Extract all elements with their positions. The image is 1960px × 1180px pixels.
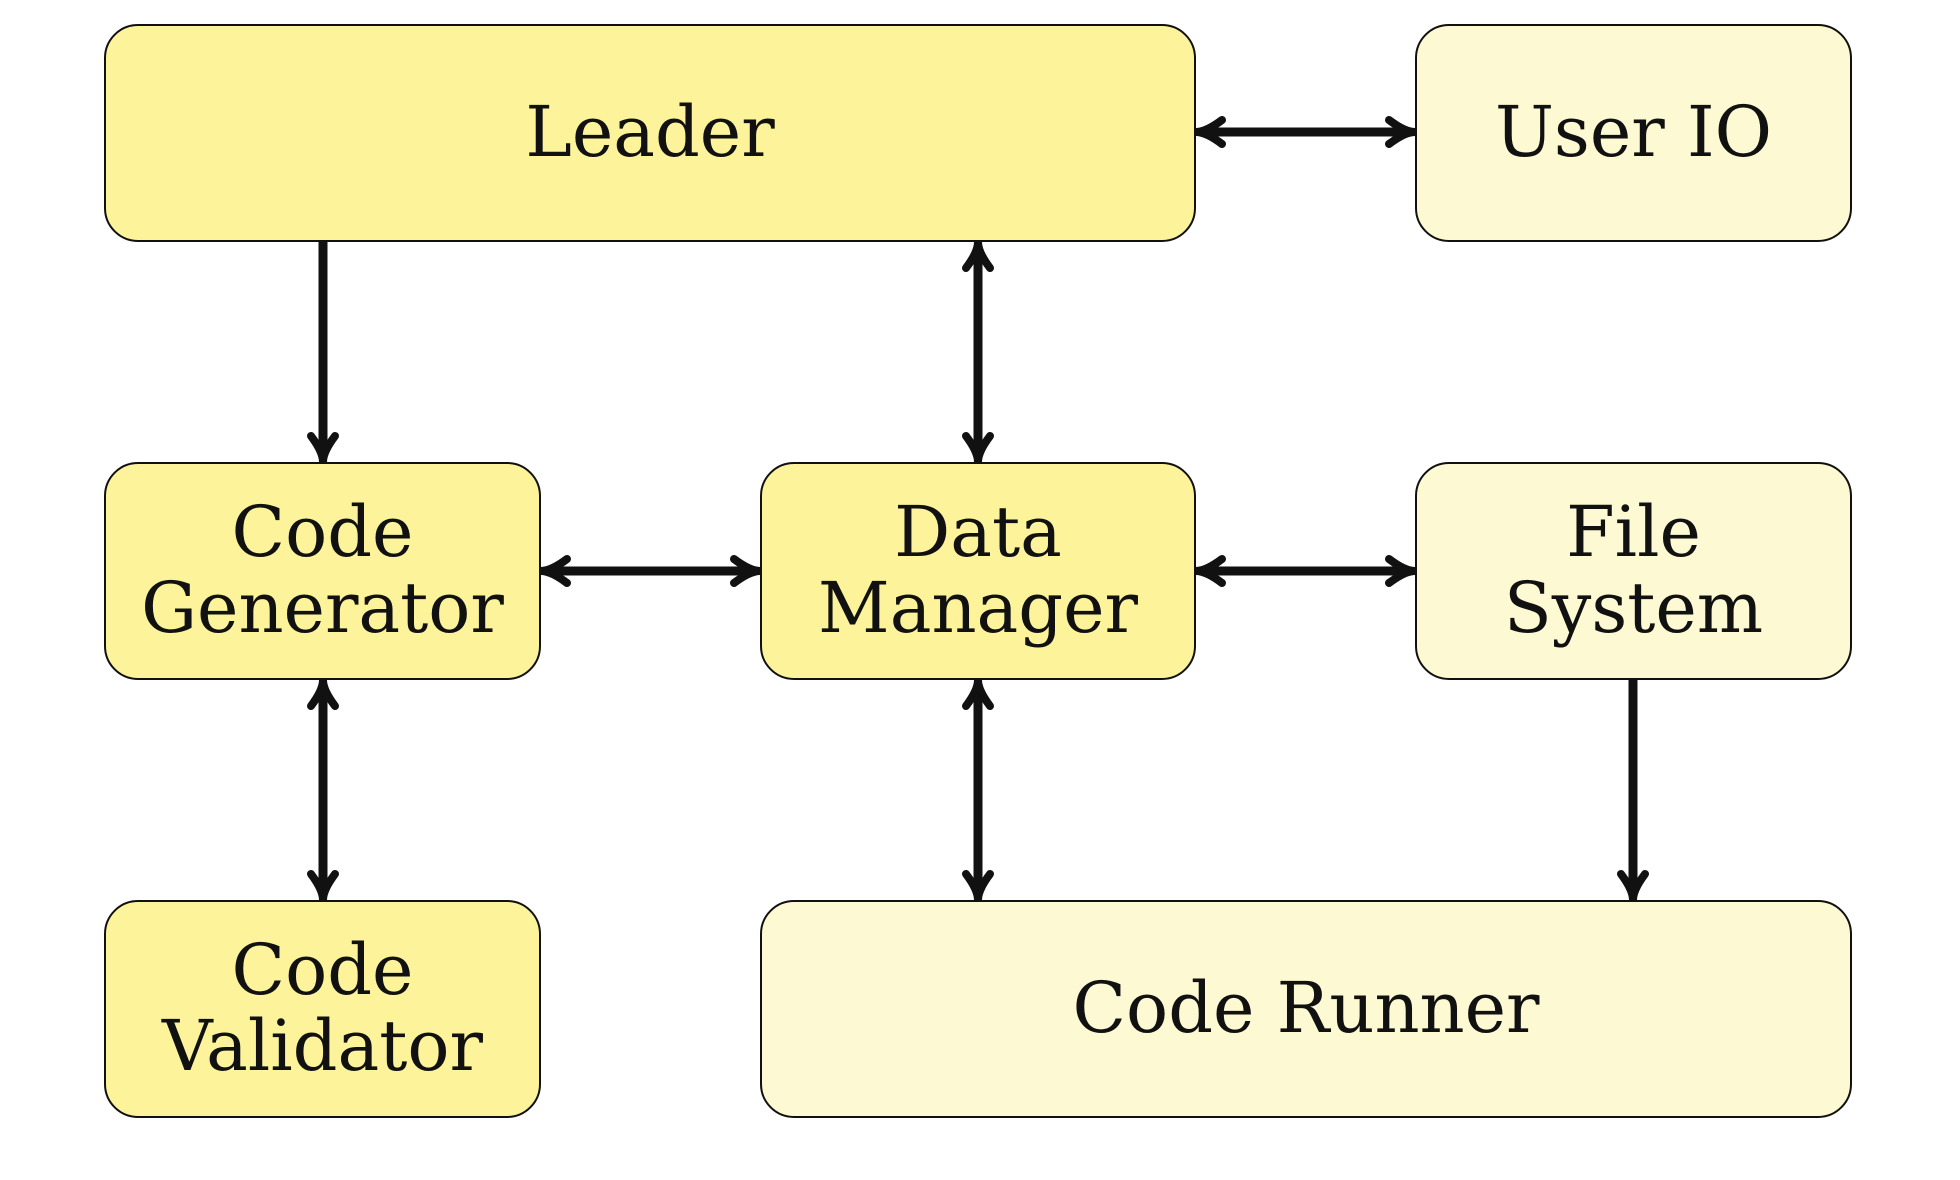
leader-to-code-generator-arrow [307,242,339,466]
data-manager-label-line-1: Data [894,491,1062,574]
user-io-label-line-1: User IO [1494,91,1773,174]
data-manager-to-file-system-arrowhead-start [1192,555,1226,587]
code-runner-label-line-1: Code Runner [1072,967,1540,1050]
leader-to-user-io-arrowhead-start [1192,116,1226,148]
code-generator-label-line-1: Code [231,491,414,574]
user-io-node: User IO [1415,24,1852,242]
file-system-label-line-1: File [1566,491,1701,574]
data-manager-to-code-runner-arrow [962,676,994,904]
leader-to-user-io-arrow [1192,116,1419,148]
code-generator-to-code-validator-arrow [307,676,339,904]
data-manager-to-code-runner-arrowhead-start [962,676,994,710]
leader-to-data-manager-arrowhead-start [962,238,994,272]
code-generator-to-data-manager-arrow [537,555,764,587]
code-generator-node: Code Generator [104,462,541,680]
code-generator-label-line-2: Generator [141,567,504,649]
data-manager-to-file-system-arrow [1192,555,1419,587]
leader-to-data-manager-arrow [962,238,994,466]
code-validator-node: Code Validator [104,900,541,1118]
code-runner-node: Code Runner [760,900,1852,1118]
file-system-to-code-runner-arrow [1617,680,1649,904]
data-manager-label-line-2: Manager [818,567,1138,649]
leader-node: Leader [104,24,1196,242]
data-manager-node: Data Manager [760,462,1196,680]
code-validator-label-line-1: Code [231,929,414,1012]
code-validator-label-line-2: Validator [162,1005,483,1087]
code-generator-to-data-manager-arrowhead-start [537,555,571,587]
leader-label-line-1: Leader [525,91,775,174]
file-system-label-line-2: System [1503,567,1764,649]
file-system-node: File System [1415,462,1852,680]
code-generator-to-code-validator-arrowhead-start [307,676,339,710]
